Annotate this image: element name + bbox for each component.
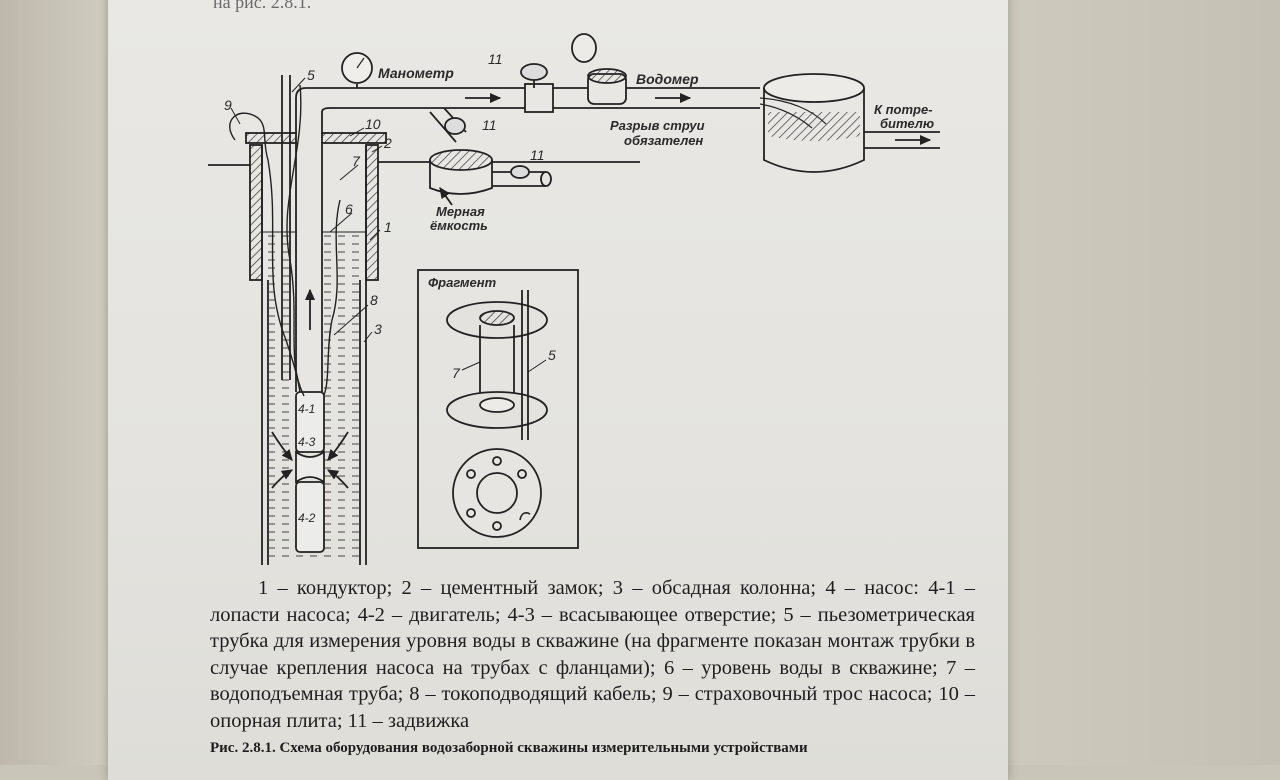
- fragment-top-flange-hole: [479, 310, 515, 326]
- fragment-flange-plan-hole: [476, 472, 518, 514]
- riser-pipe-fill: [297, 120, 321, 392]
- leader-line: [333, 304, 369, 336]
- leader-line: [291, 77, 306, 93]
- callout-3: 3: [374, 321, 382, 337]
- intake-arrow: [271, 469, 294, 489]
- label-measuring-tank-1: Мерная: [436, 204, 485, 219]
- fragment-bolt-hole: [466, 508, 476, 518]
- consumer-tank-water: [768, 112, 860, 141]
- callout-7: 7: [352, 153, 361, 169]
- consumer-tank-top: [763, 73, 865, 103]
- intake-arrow: [327, 431, 349, 461]
- label-manometer: Манометр: [378, 65, 454, 81]
- figure-caption: Рис. 2.8.1. Схема оборудования водозабор…: [210, 740, 808, 756]
- tank-outlet-end: [540, 171, 552, 187]
- leader-line: [339, 164, 359, 181]
- leader-line: [369, 229, 381, 241]
- jet-into-tank: [759, 103, 813, 129]
- label-jet-break-2: обязателен: [624, 133, 703, 148]
- manometer-needle: [356, 57, 365, 69]
- pump-blades-section: [295, 391, 325, 453]
- fragment-bottom-flange-hole: [479, 397, 515, 413]
- label-to-consumer-2: бителю: [880, 116, 934, 131]
- top-pipe-valve-body: [524, 83, 554, 113]
- callout-2: 2: [383, 135, 392, 151]
- fragment-bolt-hole: [517, 469, 527, 479]
- callout-11-top: 11: [488, 51, 503, 67]
- outlet-pipe: [321, 107, 760, 118]
- branch-valve-wheel: [444, 117, 466, 135]
- pump-motor-section: [295, 481, 325, 553]
- callout-4-2: 4-2: [298, 511, 316, 525]
- leader-line: [329, 212, 353, 233]
- fragment-callout-5: 5: [548, 347, 556, 363]
- callout-5: 5: [307, 67, 315, 83]
- fragment-flange-plan: [452, 448, 542, 538]
- top-pipe-valve-wheel: [520, 63, 548, 81]
- callout-9: 9: [224, 97, 232, 113]
- measuring-tank-top: [429, 149, 493, 171]
- callout-4-1: 4-1: [298, 402, 315, 416]
- intake-arrow: [326, 469, 349, 489]
- fragment-leader: [461, 361, 481, 371]
- leader-line: [349, 127, 365, 137]
- callout-1: 1: [384, 219, 392, 235]
- callout-11-branch: 11: [482, 117, 497, 133]
- callout-6: 6: [345, 201, 353, 217]
- callout-10: 10: [365, 116, 381, 132]
- previous-text-line: на рис. 2.8.1.: [213, 0, 312, 12]
- label-water-meter: Водомер: [636, 71, 699, 87]
- fragment-box: [417, 269, 579, 549]
- fragment-bolt-hole: [492, 456, 502, 466]
- fragment-leader: [527, 359, 547, 373]
- fragment-bolt-hole: [492, 521, 502, 531]
- safety-rope: [229, 112, 301, 393]
- pump-intake-section: [295, 450, 325, 484]
- callout-4-3: 4-3: [298, 435, 316, 449]
- leader-line: [363, 331, 373, 343]
- measuring-tank-arrow: [439, 186, 453, 206]
- consumer-outlet-pipe: [864, 131, 940, 149]
- fragment-bolt-hole: [466, 469, 476, 479]
- callout-8: 8: [370, 292, 378, 308]
- label-jet-break-1: Разрыв струи: [610, 118, 705, 133]
- power-cable: [323, 199, 341, 396]
- figure-legend: 1 – кондуктор; 2 – цементный замок; 3 – …: [210, 577, 975, 732]
- outlet-pipe: [295, 87, 760, 120]
- fragment-tube-notch: [519, 512, 531, 521]
- intake-arrow: [271, 431, 293, 461]
- fragment-callout-7: 7: [452, 365, 461, 381]
- leader-line: [230, 107, 241, 125]
- water-meter-lid: [571, 33, 597, 63]
- callout-11-tank: 11: [530, 147, 545, 163]
- conductor-wall-left: [249, 144, 263, 281]
- jet-into-tank: [759, 97, 827, 125]
- tank-outlet-valve: [510, 165, 530, 179]
- conductor-wall-right: [365, 144, 379, 281]
- water-meter-face: [587, 68, 627, 84]
- label-fragment: Фрагмент: [428, 275, 497, 290]
- label-to-consumer-1: К потре-: [874, 102, 933, 117]
- leader-line: [371, 145, 383, 153]
- label-measuring-tank-2: ёмкость: [430, 218, 488, 233]
- power-cable: [286, 84, 305, 397]
